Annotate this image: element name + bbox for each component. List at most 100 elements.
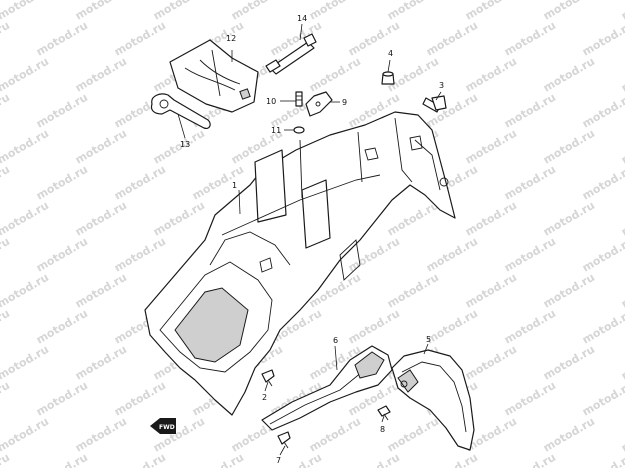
watermark-text: motod.ru (0, 163, 12, 203)
watermark-text: motod.ru (385, 415, 441, 455)
watermark-text: motod.ru (34, 91, 90, 131)
watermark-text: motod.ru (619, 199, 625, 239)
watermark-text: motod.ru (502, 307, 558, 347)
watermark-text: motod.ru (112, 451, 168, 468)
watermark-text: motod.ru (34, 19, 90, 59)
watermark-text: motod.ru (502, 379, 558, 419)
watermark-text: motod.ru (580, 379, 625, 419)
watermark-text: motod.ru (73, 343, 129, 383)
watermark-text: motod.ru (424, 451, 480, 468)
watermark-text: motod.ru (73, 271, 129, 311)
watermark-text: motod.ru (580, 91, 625, 131)
watermark-text: motod.ru (73, 55, 129, 95)
watermark-text: motod.ru (0, 127, 51, 167)
callout-7: 7 (276, 456, 281, 465)
fwd-label: FWD (159, 424, 175, 431)
mudguard-part (261, 345, 393, 431)
grommet-part (381, 71, 395, 85)
leader-lines (177, 23, 442, 456)
watermark-text: motod.ru (424, 307, 480, 347)
watermark-text: motod.ru (0, 379, 12, 419)
watermark-text: motod.ru (307, 415, 363, 455)
watermark-text: motod.ru (346, 307, 402, 347)
screw-part-2 (261, 369, 275, 387)
watermark-text: motod.ru (541, 199, 597, 239)
watermark-text: motod.ru (619, 0, 625, 23)
inner-fender-part (391, 349, 475, 451)
watermark-text: motod.ru (619, 127, 625, 167)
callout-6: 6 (333, 336, 338, 345)
bolt-part (422, 95, 447, 113)
watermark-text: motod.ru (34, 451, 90, 468)
watermark-text: motod.ru (0, 343, 51, 383)
callout-3: 3 (439, 81, 444, 90)
callout-14: 14 (297, 14, 307, 23)
watermark-text: motod.ru (0, 55, 51, 95)
callout-11: 11 (271, 126, 281, 135)
watermark-text: motod.ru (463, 55, 519, 95)
watermark-text: motod.ru (424, 19, 480, 59)
watermark-text: motod.ru (0, 415, 51, 455)
callout-4: 4 (388, 49, 393, 58)
callout-13: 13 (180, 140, 190, 149)
watermark-text: motod.ru (424, 235, 480, 275)
watermark-text: motod.ru (502, 19, 558, 59)
watermark-text: motod.ru (463, 127, 519, 167)
watermark-text: motod.ru (385, 271, 441, 311)
screw-part-7 (277, 431, 291, 449)
watermark-text: motod.ru (502, 235, 558, 275)
watermark-text: motod.ru (151, 127, 207, 167)
watermark-text: motod.ru (73, 415, 129, 455)
watermark-text: motod.ru (502, 451, 558, 468)
watermark-text: motod.ru (0, 307, 12, 347)
callout-2: 2 (262, 393, 267, 402)
watermark-text: motod.ru (0, 199, 51, 239)
watermark-text: motod.ru (541, 127, 597, 167)
watermark-text: motod.ru (0, 91, 12, 131)
watermark-text: motod.ru (0, 19, 12, 59)
watermark-text: motod.ru (541, 55, 597, 95)
watermark-text: motod.ru (151, 199, 207, 239)
watermark-text: motod.ru (346, 451, 402, 468)
watermark-text: motod.ru (463, 343, 519, 383)
callout-12: 12 (226, 34, 236, 43)
callout-10: 10 (266, 97, 276, 106)
callout-9: 9 (342, 98, 347, 107)
watermark-text: motod.ru (580, 163, 625, 203)
watermark-text: motod.ru (34, 163, 90, 203)
watermark-text: motod.ru (619, 55, 625, 95)
watermark-text: motod.ru (0, 271, 51, 311)
strap-part (265, 33, 317, 75)
watermark-text: motod.ru (346, 19, 402, 59)
watermark-text: motod.ru (502, 91, 558, 131)
watermark-text: motod.ru (34, 235, 90, 275)
watermark-text: motod.ru (580, 307, 625, 347)
watermark-text: motod.ru (307, 55, 363, 95)
watermark-text: motod.ru (0, 451, 12, 468)
watermark-text: motod.ru (463, 271, 519, 311)
watermark-text: motod.ru (190, 451, 246, 468)
callout-labels: 1 2 3 4 5 6 7 8 9 10 11 12 13 14 (180, 14, 444, 465)
watermark-text: motod.ru (0, 0, 51, 23)
watermark-text: motod.ru (541, 343, 597, 383)
watermark-text: motod.ru (112, 379, 168, 419)
watermark-text: motod.ru (619, 271, 625, 311)
callout-5: 5 (426, 335, 431, 344)
watermark-text: motod.ru (541, 271, 597, 311)
fwd-arrow-icon: FWD (150, 418, 176, 434)
watermark-text: motod.ru (424, 91, 480, 131)
screw-part-8 (377, 405, 391, 421)
watermark-text: motod.ru (619, 415, 625, 455)
watermark-text: motod.ru (463, 199, 519, 239)
watermark-text: motod.ru (580, 451, 625, 468)
watermark-text: motod.ru (385, 199, 441, 239)
watermark-text: motod.ru (112, 163, 168, 203)
rear-fender-part (144, 111, 456, 416)
callout-8: 8 (380, 425, 385, 434)
watermark-text: motod.ru (619, 343, 625, 383)
watermark-text: motod.ru (73, 127, 129, 167)
watermark-text: motod.ru (541, 415, 597, 455)
watermark-text: motod.ru (112, 235, 168, 275)
watermark-text: motod.ru (73, 199, 129, 239)
